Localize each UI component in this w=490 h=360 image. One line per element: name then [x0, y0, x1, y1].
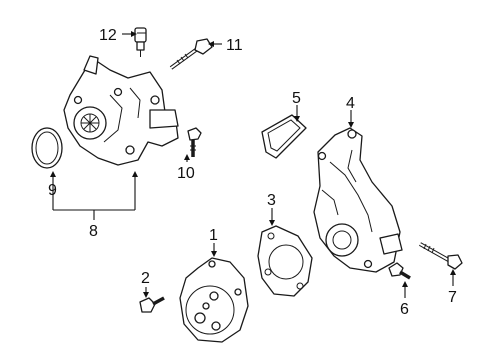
- callout-9: 9: [48, 182, 57, 199]
- callout-4: 4: [346, 95, 355, 112]
- stud-bolt: [419, 242, 463, 270]
- short-bolt-middle: [187, 127, 202, 157]
- callout-10: 10: [177, 165, 195, 182]
- water-pump: [179, 257, 249, 343]
- timing-cover: [313, 127, 403, 273]
- cover-bolt: [388, 262, 411, 280]
- callout-1: 1: [209, 227, 218, 244]
- water-pump-housing: [63, 55, 179, 166]
- leader-lines: [50, 31, 456, 298]
- pump-gasket: [257, 225, 313, 297]
- callout-5: 5: [292, 90, 301, 107]
- callout-6: 6: [400, 301, 409, 318]
- callout-7: 7: [448, 289, 457, 306]
- callout-8: 8: [89, 223, 98, 240]
- gasket: [261, 114, 307, 159]
- callout-3: 3: [267, 192, 276, 209]
- pulley-bolt: [139, 296, 165, 313]
- callout-12: 12: [99, 27, 117, 44]
- callout-11: 11: [226, 37, 243, 54]
- long-bolt-upper: [169, 38, 213, 70]
- temperature-sensor: [134, 27, 147, 57]
- callout-2: 2: [141, 270, 150, 287]
- o-ring: [31, 127, 63, 169]
